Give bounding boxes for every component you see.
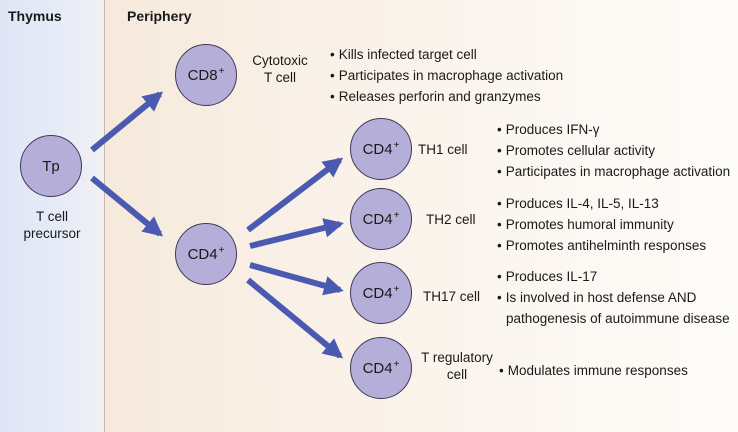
treg-name-line2: cell (446, 367, 468, 382)
cd8-function-item: Kills infected target cell (330, 44, 563, 65)
tp-cell-label: Tp (42, 157, 60, 175)
th2-cell-label: CD4 (362, 210, 393, 228)
th1-cell-sup: + (393, 139, 400, 151)
thymus-title: Thymus (8, 8, 62, 24)
cd8-cell-sup: + (218, 65, 225, 77)
th17-function-item: Is involved in host defense AND (497, 287, 730, 308)
th1-cell-label: CD4 (362, 140, 393, 158)
cd8-functions: Kills infected target cell Participates … (330, 44, 563, 107)
tp-cell: Tp (20, 135, 82, 197)
th1-functions: Produces IFN-γ Promotes cellular activit… (497, 119, 730, 182)
cd4-precursor-sup: + (218, 244, 225, 256)
cd4-precursor-label: CD4 (187, 245, 218, 263)
treg-cell: CD4+ (350, 337, 412, 399)
periphery-title: Periphery (127, 8, 192, 24)
treg-function-item: Modulates immune responses (499, 360, 688, 381)
th1-function-item: Participates in macrophage activation (497, 161, 730, 182)
treg-cell-sup: + (393, 358, 400, 370)
th2-function-item: Produces IL-4, IL-5, IL-13 (497, 193, 706, 214)
th17-function-item-continued: pathogenesis of autoimmune disease (506, 311, 730, 326)
cd8-name-line2: T cell (263, 70, 296, 85)
cd8-cell: CD8+ (175, 44, 237, 106)
cd8-function-item: Participates in macrophage activation (330, 65, 563, 86)
cd8-cell-label: CD8 (187, 66, 218, 84)
arrow-cd4-to-treg (246, 277, 344, 359)
treg-cell-name: T regulatory cell (416, 349, 498, 383)
th1-function-item: Promotes cellular activity (497, 140, 730, 161)
tp-name-line1: T cell (35, 209, 68, 224)
th17-cell-sup: + (393, 283, 400, 295)
arrow-tp-to-cd4 (90, 175, 164, 237)
th1-cell: CD4+ (350, 118, 412, 180)
th2-function-item: Promotes antihelminth responses (497, 235, 706, 256)
cd8-function-item: Releases perforin and granzymes (330, 86, 563, 107)
th17-function-item: Produces IL-17 (497, 266, 730, 287)
th2-functions: Produces IL-4, IL-5, IL-13 Promotes humo… (497, 193, 706, 256)
treg-name-line1: T regulatory (421, 350, 493, 365)
th17-functions: Produces IL-17 Is involved in host defen… (497, 266, 730, 329)
cd8-name-line1: Cytotoxic (252, 53, 308, 68)
th17-cell-name: TH17 cell (423, 289, 481, 304)
th2-cell-name: TH2 cell (426, 212, 476, 227)
thymus-region (0, 0, 104, 432)
cd8-cell-name: Cytotoxic T cell (242, 52, 318, 86)
th1-cell-name: TH1 cell (418, 142, 468, 157)
arrow-cd4-to-th2 (249, 218, 344, 249)
arrow-cd4-to-th1 (246, 157, 344, 233)
th1-function-item: Produces IFN-γ (497, 119, 730, 140)
region-divider (104, 0, 105, 432)
th2-function-item: Promotes humoral immunity (497, 214, 706, 235)
tp-name-line2: precursor (23, 226, 81, 241)
arrow-tp-to-cd8 (90, 91, 164, 153)
tp-cell-name: T cell precursor (2, 208, 102, 242)
cd4-precursor-cell: CD4+ (175, 223, 237, 285)
th17-cell: CD4+ (350, 262, 412, 324)
arrow-cd4-to-th17 (249, 262, 344, 296)
treg-functions: Modulates immune responses (499, 360, 688, 381)
th17-cell-label: CD4 (362, 284, 393, 302)
th2-cell-sup: + (393, 209, 400, 221)
th2-cell: CD4+ (350, 188, 412, 250)
treg-cell-label: CD4 (362, 359, 393, 377)
